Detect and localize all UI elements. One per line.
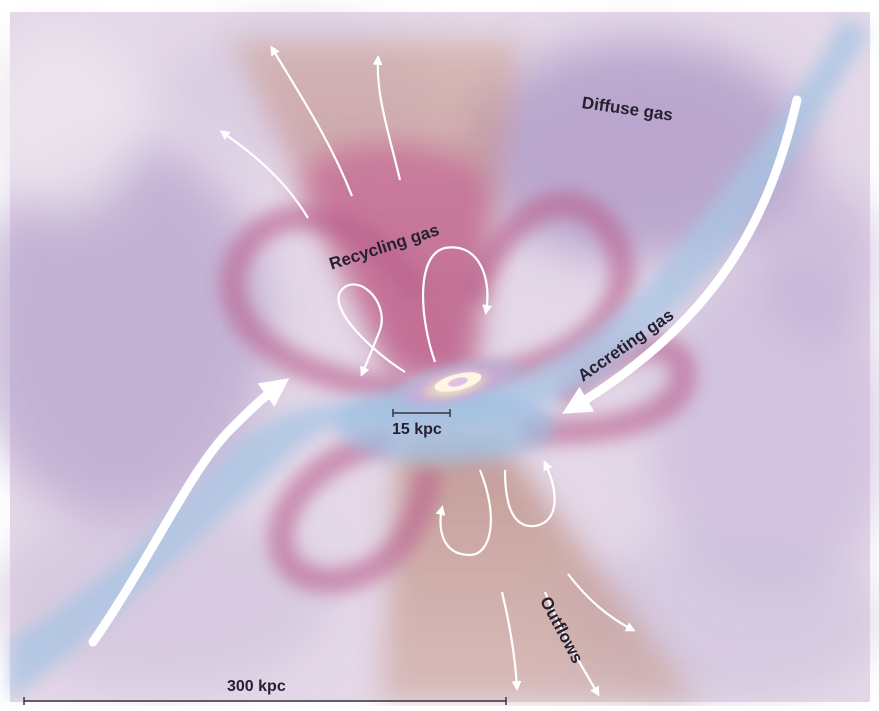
accretion-arrow-right xyxy=(562,95,802,414)
outflow-arrow xyxy=(270,45,354,197)
lower-outflow-arrows xyxy=(500,573,636,697)
scale-bar-15kpc xyxy=(392,409,451,417)
accretion-arrows xyxy=(88,95,802,647)
outflow-arrow xyxy=(567,573,636,632)
outflow-arrow xyxy=(500,591,522,691)
recycling-arrow xyxy=(503,460,556,528)
scale-bar-300kpc xyxy=(23,697,507,705)
upper-outflow-arrows xyxy=(219,45,402,219)
outflow-arrow xyxy=(372,55,402,181)
lower-outflow-cone xyxy=(380,440,700,702)
outflow-arrow xyxy=(219,130,309,219)
recycling-arrow xyxy=(337,283,406,377)
recycling-arrow xyxy=(422,246,493,363)
outflow-arrow xyxy=(543,591,600,697)
recycling-arrows-upper xyxy=(337,246,493,377)
recycling-arrows-lower xyxy=(435,460,556,557)
scale-label-300kpc: 300 kpc xyxy=(227,678,286,695)
recycling-arrow xyxy=(435,469,492,557)
scale-label-15kpc: 15 kpc xyxy=(392,421,442,438)
galaxy-disk xyxy=(386,357,524,413)
accretion-arrow-left xyxy=(88,378,290,647)
